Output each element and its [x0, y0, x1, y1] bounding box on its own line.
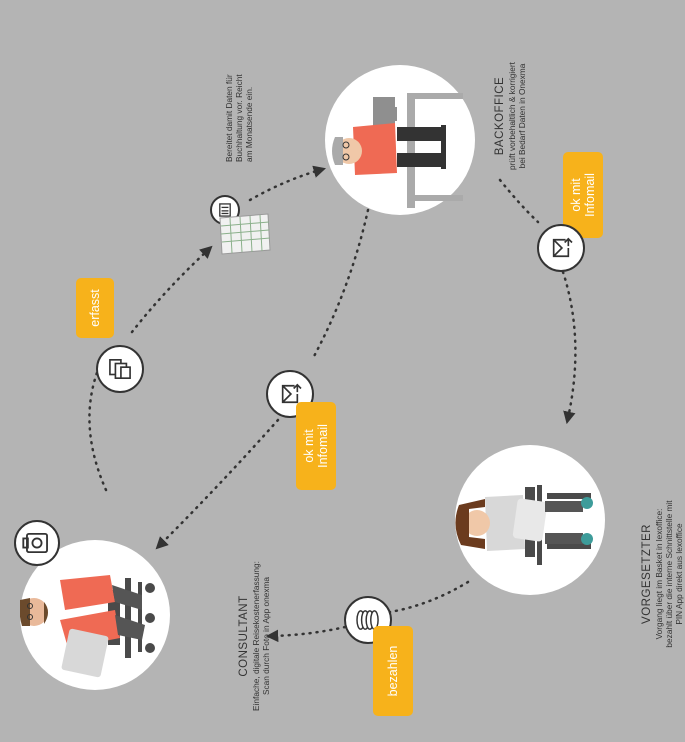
arrow-backoffice-to-right-mail	[498, 178, 540, 224]
tag-ok-infomail-right-label: ok mit Infomail	[569, 173, 597, 217]
consultant-desc-2: Scan durch Foto in App onexma	[261, 576, 271, 696]
spreadsheet-icon	[219, 213, 271, 255]
backoffice-illustration	[332, 93, 463, 208]
tag-bezahlen: bezahlen	[373, 626, 413, 716]
tag-erfasst: erfasst	[76, 278, 114, 338]
tag-ok-infomail-right: ok mit Infomail	[563, 152, 603, 238]
coins-icon	[356, 610, 379, 630]
vorgesetzter-role: VORGESETZTER	[641, 524, 653, 624]
vorgesetzter-desc-2: bezahlt über die interne Schnittstelle m…	[664, 500, 674, 648]
consultant-desc-1: Einfache, digitale Reisekostenerfassung:	[251, 561, 261, 711]
tag-ok-infomail-center-line1: ok mit	[302, 429, 316, 463]
vorgesetzter-circle	[455, 445, 605, 595]
accounting-note-2: Buchhaltung vor. Reicht	[234, 74, 244, 162]
arrow-center-mail-to-consultant	[155, 418, 280, 550]
tag-erfasst-label: erfasst	[88, 289, 102, 327]
mail-icon	[552, 237, 573, 258]
accounting-note: Bereitet damit Daten für Buchhaltung vor…	[224, 32, 258, 162]
accounting-note-3: am Monatsende ein.	[244, 86, 254, 162]
backoffice-desc-1: prüft vorbehaltlich & korrigiert	[507, 62, 517, 170]
consultant-circle	[19, 540, 170, 690]
arrow-right-mail-to-vorgesetzter	[561, 270, 577, 425]
vorgesetzter-desc-1: Vorgang liegt im Basket in lexoffice:	[654, 508, 664, 640]
tag-ok-infomail-center-label: ok mit Infomail	[302, 424, 330, 468]
camera-badge	[14, 520, 60, 566]
documents-badge	[96, 345, 144, 393]
consultant-role: CONSULTANT	[238, 595, 250, 677]
arrow-vorgesetzter-to-coins	[388, 580, 470, 614]
tag-ok-infomail-right-line1: ok mit	[569, 178, 583, 212]
accounting-note-1: Bereitet damit Daten für	[224, 74, 234, 162]
mail-badge-right	[537, 224, 585, 272]
documents-icon	[109, 359, 131, 379]
vorgesetzter-label: VORGESETZTER Vorgang liegt im Basket in …	[641, 464, 685, 684]
camera-icon	[22, 532, 48, 554]
vorgesetzter-desc-3: PIN App direkt aus lexoffice	[674, 523, 684, 625]
consultant-label: CONSULTANT Einfache, digitale Reisekoste…	[238, 556, 286, 716]
arrow-erfasst-to-sheet	[130, 245, 213, 334]
backoffice-label: BACKOFFICE prüft vorbehaltlich & korrigi…	[494, 26, 542, 206]
arrow-backoffice-to-center-mail	[310, 208, 370, 362]
tag-ok-infomail-center-line2: Infomail	[316, 424, 330, 468]
calculator-icon	[219, 203, 231, 217]
arrow-sheet-to-backoffice	[248, 165, 327, 202]
tag-ok-infomail-center: ok mit Infomail	[296, 402, 336, 490]
tag-ok-infomail-right-line2: Infomail	[583, 173, 597, 217]
mail-icon	[281, 383, 302, 404]
backoffice-circle	[325, 65, 475, 215]
consultant-illustration	[19, 575, 155, 678]
tag-bezahlen-label: bezahlen	[386, 645, 400, 697]
backoffice-role: BACKOFFICE	[494, 76, 506, 156]
vorgesetzter-illustration	[455, 485, 593, 565]
arrow-coins-to-consultant	[265, 625, 347, 643]
backoffice-desc-2: bei Bedarf Daten in Onexma	[517, 63, 527, 169]
